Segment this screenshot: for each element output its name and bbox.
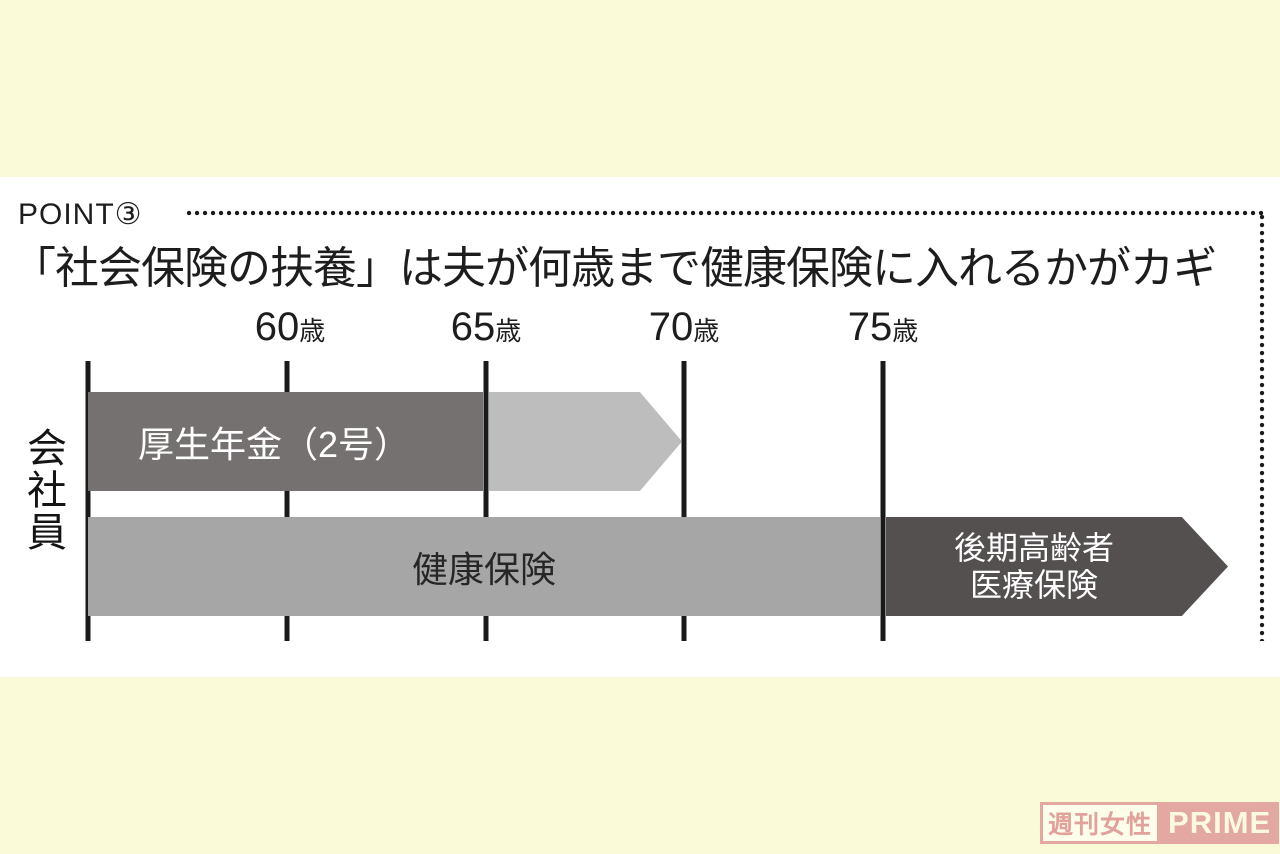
watermark-brand-name: PRIME (1160, 802, 1280, 844)
headline: 「社会保険の扶養」は夫が何歳まで健康保険に入れるかがカギ (12, 244, 1217, 293)
axis-tick-60 (284, 361, 290, 641)
point-label: POINT③ (18, 198, 143, 231)
age-unit: 歳 (299, 316, 326, 346)
dotted-border-right (1259, 213, 1265, 641)
age-unit: 歳 (892, 316, 919, 346)
age-label-65: 65歳 (451, 305, 522, 350)
bar-kosei-nenkin-extension-arrow (489, 392, 682, 491)
bar-kenko-hoken: 健康保険 (88, 517, 880, 616)
age-unit: 歳 (495, 316, 522, 346)
age-label-70: 70歳 (649, 305, 720, 350)
age-label-75: 75歳 (848, 305, 919, 350)
dotted-border-top (185, 210, 1265, 216)
row-label-company-employee: 会社員 (21, 427, 65, 553)
watermark: 週刊女性 PRIME (1040, 802, 1280, 844)
axis-tick-65 (483, 361, 489, 641)
age-value: 60 (254, 305, 300, 349)
bar-kosei-nenkin: 厚生年金（2号） (88, 392, 483, 491)
bar-kouki-koureisha-label-line1: 後期高齢者 (953, 529, 1114, 566)
bar-kouki-koureisha-label-line2: 医療保険 (969, 566, 1098, 603)
content-panel: POINT③ 「社会保険の扶養」は夫が何歳まで健康保険に入れるかがカギ 60歳 … (0, 177, 1280, 677)
age-unit: 歳 (693, 316, 720, 346)
bar-kosei-nenkin-label: 厚生年金（2号） (138, 423, 411, 465)
axis-tick-start (85, 361, 91, 641)
watermark-magazine-name: 週刊女性 (1040, 802, 1161, 844)
age-value: 75 (847, 305, 893, 349)
age-value: 70 (648, 305, 694, 349)
bar-kouki-koureisha-iryo-hoken-arrow: 後期高齢者 医療保険 (886, 517, 1228, 616)
axis-tick-75 (880, 361, 886, 641)
axis-tick-70 (681, 361, 687, 641)
bar-kouki-koureisha-label: 後期高齢者 医療保険 (886, 517, 1182, 616)
bar-kenko-hoken-label: 健康保険 (411, 548, 556, 590)
age-label-60: 60歳 (255, 305, 326, 350)
age-value: 65 (450, 305, 496, 349)
